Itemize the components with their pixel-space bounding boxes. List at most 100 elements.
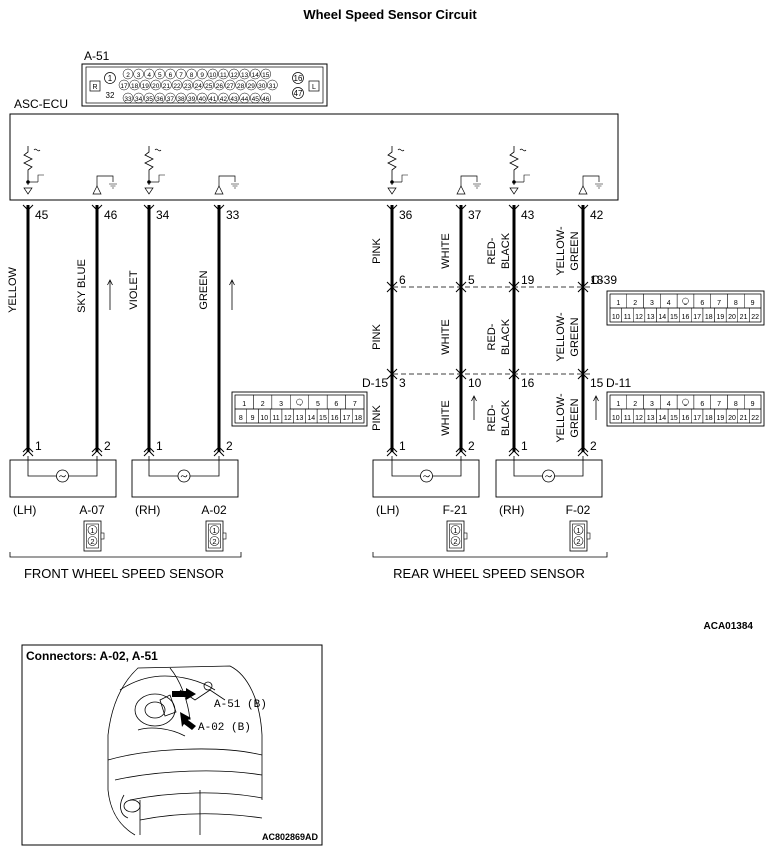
connector-pin-number: 12 [635, 314, 643, 321]
connector-pin-number: 20 [728, 314, 736, 321]
ecu-pin-circle [165, 68, 176, 80]
wire-color-label: RED- [486, 404, 498, 431]
ecu-pin-number: 21 [163, 83, 171, 90]
ecu-ground-triangle [92, 185, 102, 195]
ecu-signal-symbol [397, 148, 405, 152]
terminal-chevron [455, 450, 467, 457]
connector-pin-number: 1 [616, 300, 620, 307]
ecu-pin-number: 25 [205, 83, 213, 90]
sensor-side-label: (RH) [135, 503, 160, 517]
ecu-pin-circle [218, 92, 229, 104]
connector-pin-number: 7 [717, 300, 721, 307]
ecu-branch [158, 174, 165, 182]
connector-pin-number: 9 [751, 401, 755, 408]
front-sensor-group-label: FRONT WHEEL SPEED SENSOR [24, 566, 224, 581]
ecu-pin-number: 23 [184, 83, 192, 90]
wire-color-label: WHITE [440, 319, 452, 354]
sensor-connector-id: A-07 [79, 503, 105, 517]
ecu-pin-number: 22 [173, 83, 181, 90]
wire-color-label: BLACK [500, 318, 512, 355]
arrow-head [593, 395, 599, 402]
c39-pin-label: 18 [590, 273, 604, 287]
connector-pin-number: 2 [261, 401, 265, 408]
connector-pin-number: 4 [667, 401, 671, 408]
d11-connector-id: D-11 [606, 376, 631, 390]
terminal-chevron [22, 446, 34, 453]
ecu-pin-label: 45 [35, 208, 49, 222]
ecu-pin-number: 34 [135, 96, 143, 103]
ecu-pin-circle [260, 68, 272, 80]
ecu-pin-circle [235, 79, 246, 91]
ecu-pin-label: 36 [399, 208, 413, 222]
ecu-pin-number: 9 [200, 72, 204, 79]
ecu-ground-line [460, 175, 478, 186]
wire-color-label: YELLOW [7, 266, 19, 312]
ecu-pin-left-bottom: 32 [106, 91, 115, 100]
sensor-connector-id: F-21 [443, 503, 468, 517]
ecu-left-marker: R [92, 84, 97, 91]
ecu-pin-circle [122, 92, 134, 104]
connector-pin-number: 10 [612, 415, 620, 422]
sensor-connector-id: A-02 [201, 503, 227, 517]
engine-bay-illustration [107, 665, 263, 836]
ecu-pin-circle [224, 79, 236, 91]
terminal-chevron [22, 450, 34, 457]
ecu-ground-line [218, 175, 236, 186]
ecu-pin-number: 12 [230, 72, 238, 79]
c39-connector-id: C-39 [591, 273, 617, 287]
ecu-pin-circle [207, 68, 219, 80]
ecu-pin-circle [175, 68, 187, 80]
connector-pin-number: 4 [667, 300, 671, 307]
connector-pin-number: 18 [705, 415, 713, 422]
ecu-pin-number: 11 [220, 72, 227, 79]
ecu-ground-triangle [214, 185, 224, 195]
connector-pin-number: 18 [354, 415, 362, 422]
sensor-pin-label: 2 [226, 439, 233, 453]
ecu-pin-circle [249, 92, 261, 104]
terminal-chevron [91, 450, 103, 457]
ecu-pin-number: 43 [230, 96, 238, 103]
arrow-head [471, 395, 477, 402]
ecu-pin-circle [196, 68, 208, 80]
sensor-connector-id: F-02 [566, 503, 591, 517]
ecu-pin-number: 7 [179, 72, 183, 79]
connector-key [682, 398, 689, 406]
ecu-box [9, 113, 619, 201]
inset-callout-a02: A-02 (B) [198, 722, 251, 734]
ecu-input-triangle [144, 187, 154, 195]
ecu-input-triangle [509, 187, 519, 195]
terminal-chevron [577, 286, 589, 293]
ecu-pin-circle [196, 92, 208, 104]
connector-pin-number: 18 [705, 314, 713, 321]
ecu-pin-number: 26 [216, 83, 224, 90]
sensor-side-label: (RH) [499, 503, 524, 517]
connector-pin-number: 12 [284, 415, 292, 422]
ecu-pin-circle [192, 79, 204, 91]
c39-pin-label: 19 [521, 273, 535, 287]
terminal-chevron [577, 373, 589, 380]
ecu-pin-number: 18 [131, 83, 139, 90]
ecu-pin-circle [139, 79, 151, 91]
sensor-side-label: (LH) [13, 503, 36, 517]
ecu-pin-left-top: 1 [108, 74, 113, 83]
connector-pin-number: 17 [693, 314, 701, 321]
connector-pin-number: 10 [612, 314, 620, 321]
ecu-pin-number: 41 [209, 96, 217, 103]
wire-color-label: BLACK [500, 399, 512, 436]
sensor-pin-label: 2 [468, 439, 475, 453]
ecu-pin-circle [218, 68, 229, 80]
ecu-pin-number: 17 [120, 83, 128, 90]
sensor-connector-pin: 2 [90, 537, 94, 546]
ecu-pin-label: 34 [156, 208, 170, 222]
ecu-pin-circle [133, 68, 144, 80]
ecu-pin-circle [203, 79, 215, 91]
wire-color-label: GREEN [198, 270, 210, 309]
connector-pin-number: 2 [633, 401, 637, 408]
ecu-pin-circle [182, 79, 193, 91]
sensor-pin-label: 1 [399, 439, 406, 453]
ecu-pin-circle [133, 92, 144, 104]
